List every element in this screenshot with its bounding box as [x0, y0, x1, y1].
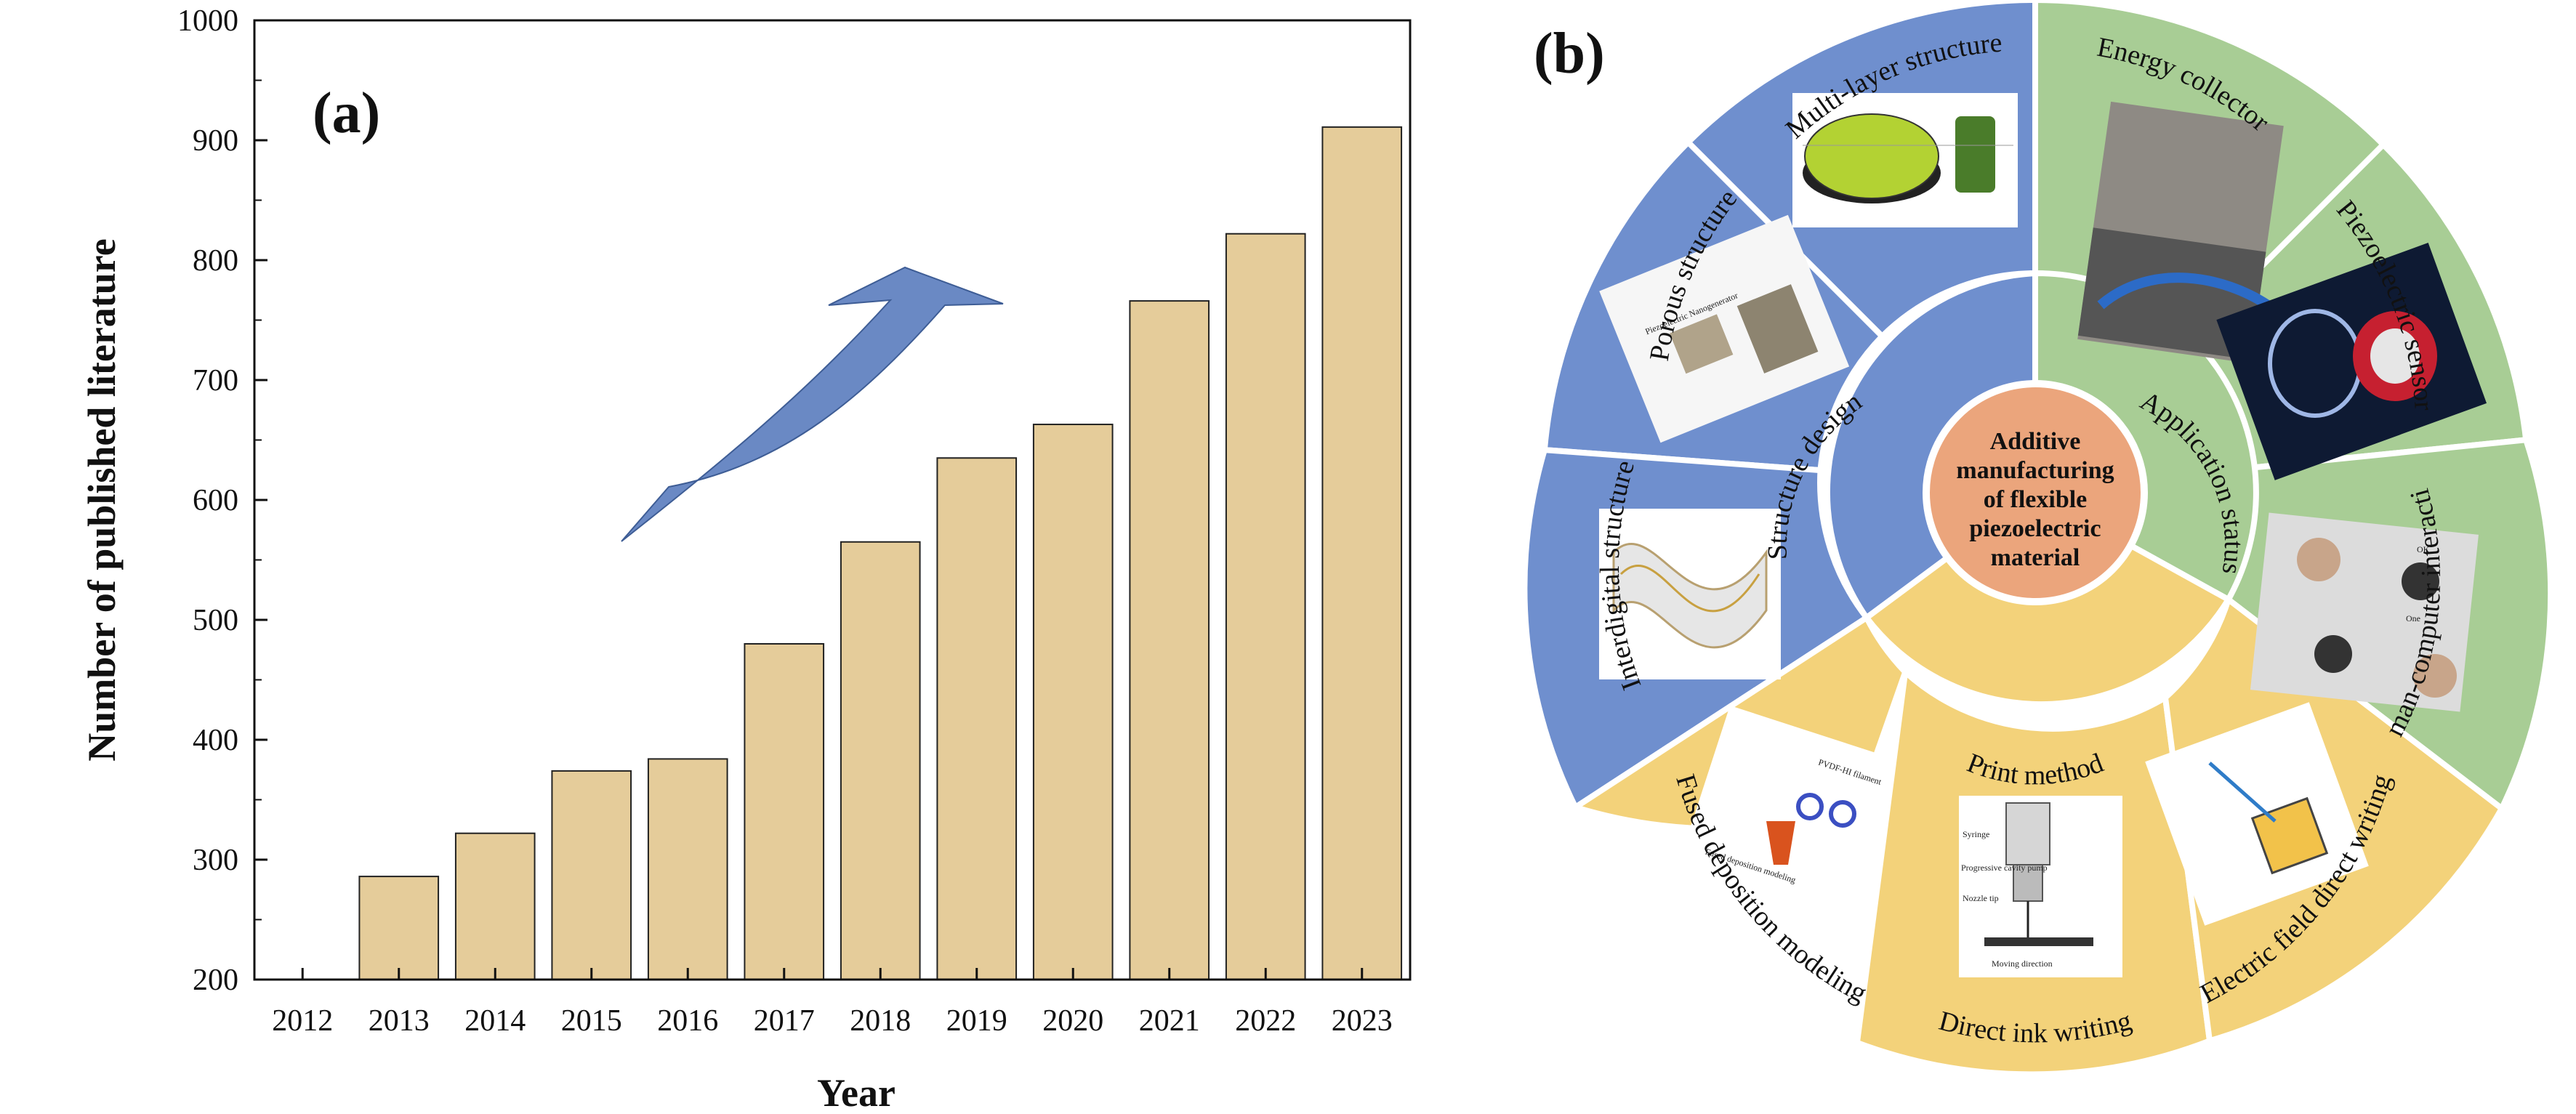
bar-2018	[840, 541, 921, 980]
center-text: Additive manufacturing of flexible piezo…	[1956, 428, 2114, 571]
y-tick-label-1000: 1000	[177, 4, 238, 38]
image-interdigital	[1599, 509, 1781, 679]
image-efdw	[2145, 702, 2369, 926]
bar-2021	[1129, 300, 1210, 981]
bar-2014	[454, 832, 536, 980]
y-tick-label-200: 200	[193, 964, 238, 997]
x-tick-label-2019: 2019	[946, 1004, 1007, 1038]
center-line-5: material	[1991, 544, 2080, 571]
center-line-3: of flexible	[1984, 486, 2088, 513]
x-tick-label-2013: 2013	[369, 1004, 430, 1038]
bar-2017	[744, 643, 825, 980]
x-tick-label-2021: 2021	[1139, 1004, 1200, 1038]
center-hub	[1923, 380, 2148, 605]
x-axis-title: Year	[817, 1071, 895, 1114]
x-tick-label-2014: 2014	[464, 1004, 526, 1038]
bar-2019	[936, 457, 1018, 980]
y-axis-title: Number of published literature	[80, 238, 124, 762]
center-line-1: Additive	[1990, 428, 2081, 455]
x-tick-label-2022: 2022	[1235, 1004, 1296, 1038]
image-porous: Piezoelectric Nanogenerator	[1599, 214, 1850, 443]
x-tick-label-2020: 2020	[1042, 1004, 1103, 1038]
y-tick-label-400: 400	[193, 724, 238, 757]
bar-group	[358, 126, 1403, 981]
image-energy	[2077, 101, 2284, 364]
y-tick-label-600: 600	[193, 484, 238, 517]
image-diw: Syringe Progressive cavity pump Nozzle t…	[1959, 796, 2122, 977]
image-multilayer	[1792, 93, 2018, 227]
center-line-4: piezoelectric	[1969, 515, 2101, 542]
diw-direction-label: Moving direction	[1992, 958, 2053, 969]
diw-pump-label: Progressive cavity pump	[1961, 863, 2048, 873]
bar-2016	[647, 758, 728, 981]
center-line-2: manufacturing	[1956, 457, 2114, 484]
panel-label-a: (a)	[313, 81, 380, 145]
hci-ok-label: OK	[2417, 544, 2430, 554]
diw-nozzle-label: Nozzle tip	[1963, 893, 1999, 903]
y-tick-label-900: 900	[193, 124, 238, 158]
x-tick-label-2017: 2017	[754, 1004, 815, 1038]
bar-2020	[1032, 424, 1114, 980]
image-sensor	[2216, 243, 2487, 480]
bar-2022	[1225, 233, 1306, 981]
application-wheel-diagram: Piezoelectric Nanogenerator OK One PVDF-…	[1490, 0, 2554, 1078]
inner-structure	[1824, 270, 2038, 622]
y-tick-label-800: 800	[193, 244, 238, 278]
x-tick-label-2015: 2015	[561, 1004, 622, 1038]
trend-arrow	[621, 266, 1004, 542]
x-tick-label-2016: 2016	[657, 1004, 718, 1038]
y-axis: 200 300 400 500 600 700 800 900 1000	[177, 4, 267, 997]
y-tick-label-500: 500	[193, 604, 238, 637]
x-tick-label-2012: 2012	[272, 1004, 333, 1038]
image-fdm: PVDF-HI filament Fused deposition modeli…	[1679, 705, 1886, 912]
bar-2013	[358, 876, 440, 980]
bar-2015	[551, 770, 632, 981]
hci-one-label: One	[2406, 613, 2420, 623]
panel-label-b: (b)	[1534, 22, 1605, 86]
image-hci: OK One	[2250, 512, 2479, 712]
y-tick-label-300: 300	[193, 844, 238, 877]
x-axis: 2012 2013 2014 2015 2016 2017 2018 2019 2020 2021…	[272, 968, 1393, 1038]
y-tick-label-700: 700	[193, 364, 238, 397]
x-tick-label-2018: 2018	[850, 1004, 911, 1038]
bar-2023	[1321, 126, 1403, 981]
x-tick-label-2023: 2023	[1332, 1004, 1393, 1038]
diw-syringe-label: Syringe	[1963, 829, 1989, 839]
